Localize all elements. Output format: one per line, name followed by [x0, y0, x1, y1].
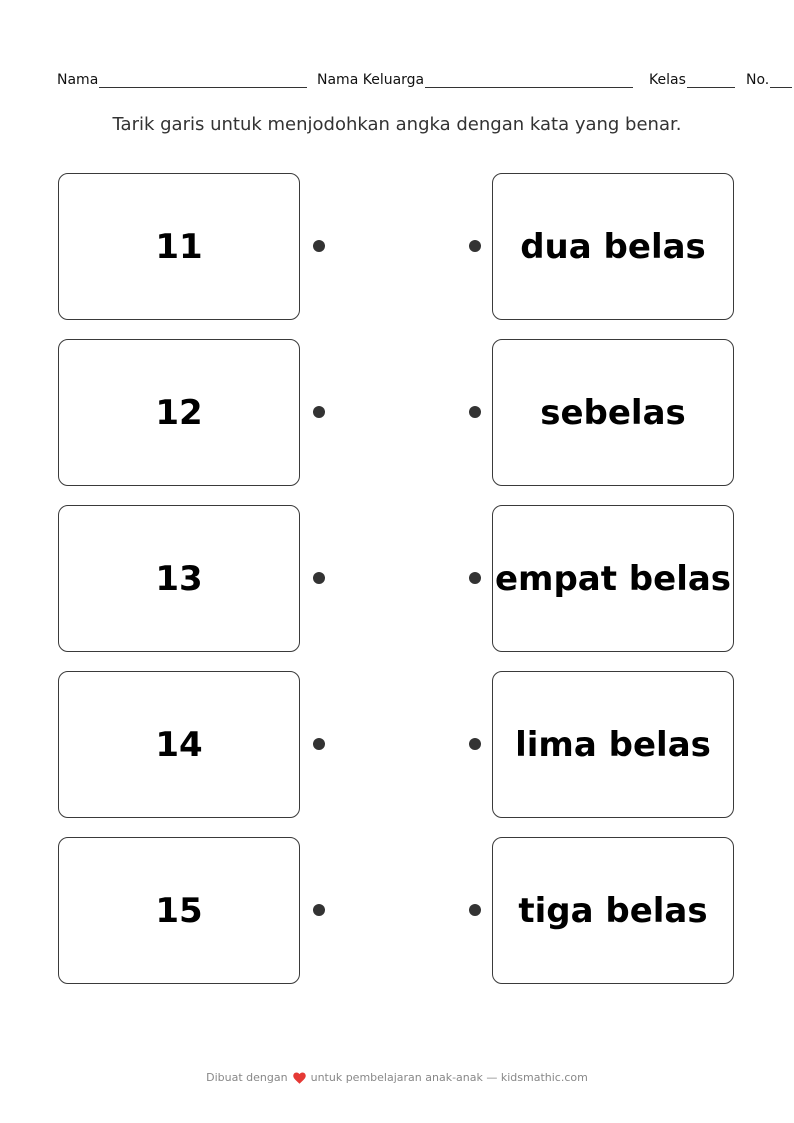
word-card: dua belas	[492, 173, 734, 320]
name-line[interactable]	[99, 73, 308, 88]
left-connector-dot[interactable]	[313, 572, 325, 584]
word-card: tiga belas	[492, 837, 734, 984]
number-label: No.	[746, 72, 770, 88]
heart-icon	[292, 1071, 306, 1084]
number-line[interactable]	[770, 73, 793, 88]
class-label: Kelas	[649, 72, 686, 88]
number-card: 13	[58, 505, 300, 652]
word-card-label: lima belas	[515, 724, 711, 765]
number-card: 15	[58, 837, 300, 984]
number-card-label: 11	[155, 226, 203, 267]
right-connector-dot[interactable]	[469, 406, 481, 418]
worksheet-header: Nama Nama Keluarga Kelas No.	[57, 68, 794, 88]
right-connector-dot[interactable]	[469, 904, 481, 916]
left-connector-dot[interactable]	[313, 240, 325, 252]
name-label: Nama	[57, 72, 99, 88]
word-card-label: tiga belas	[518, 890, 708, 931]
class-field: Kelas	[649, 68, 735, 88]
right-connector-dot[interactable]	[469, 572, 481, 584]
footer-text-before: Dibuat dengan	[206, 1071, 288, 1084]
number-card-label: 12	[155, 392, 203, 433]
left-connector-dot[interactable]	[313, 904, 325, 916]
number-card-label: 14	[155, 724, 203, 765]
number-card: 12	[58, 339, 300, 486]
footer-credit: Dibuat dengan untuk pembelajaran anak-an…	[0, 1071, 794, 1084]
name-field: Nama	[57, 68, 308, 88]
family-name-line[interactable]	[425, 73, 634, 88]
number-field: No.	[746, 68, 793, 88]
right-connector-dot[interactable]	[469, 738, 481, 750]
instruction-text: Tarik garis untuk menjodohkan angka deng…	[112, 114, 682, 135]
word-card-label: sebelas	[540, 392, 686, 433]
number-card: 11	[58, 173, 300, 320]
left-connector-dot[interactable]	[313, 406, 325, 418]
word-card-label: empat belas	[494, 558, 732, 599]
class-line[interactable]	[686, 73, 735, 88]
number-card-label: 15	[155, 890, 203, 931]
family-name-label: Nama Keluarga	[317, 72, 425, 88]
right-connector-dot[interactable]	[469, 240, 481, 252]
left-connector-dot[interactable]	[313, 738, 325, 750]
word-card: sebelas	[492, 339, 734, 486]
word-card: empat belas	[492, 505, 734, 652]
number-card-label: 13	[155, 558, 203, 599]
word-card: lima belas	[492, 671, 734, 818]
footer-text-after: untuk pembelajaran anak-anak — kidsmathi…	[310, 1071, 588, 1084]
word-card-label: dua belas	[520, 226, 706, 267]
number-card: 14	[58, 671, 300, 818]
family-name-field: Nama Keluarga	[317, 68, 634, 88]
